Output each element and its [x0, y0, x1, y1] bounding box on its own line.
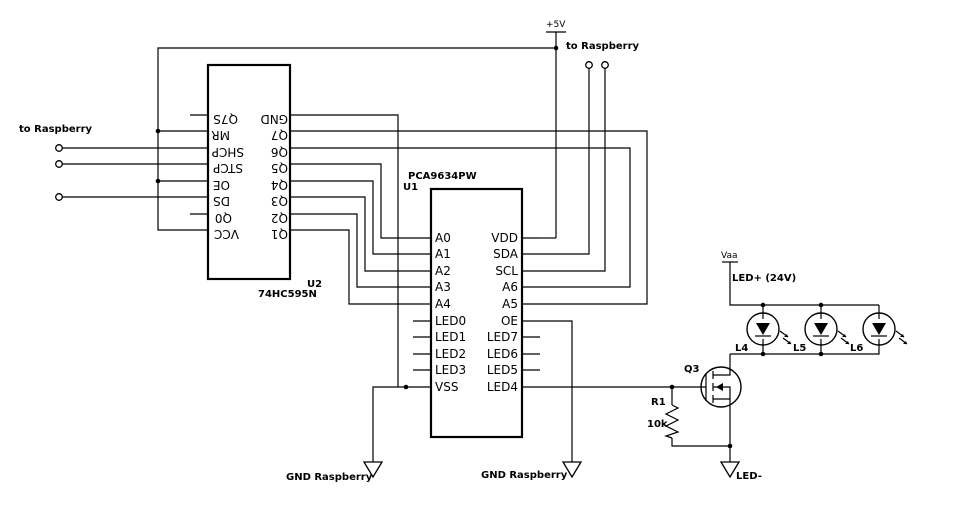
u1-pin-led2: LED2 — [435, 347, 466, 361]
ground-symbol-led-minus — [719, 461, 741, 479]
u2-part: 74HC595N — [258, 289, 317, 300]
ground-symbol-2 — [561, 461, 583, 479]
u1-pin-a0: A0 — [435, 231, 451, 245]
u1-pin-a6: A6 — [502, 280, 518, 294]
led-plus-label: LED+ (24V) — [732, 273, 796, 284]
u2-pin-q4: Q4 — [271, 178, 288, 192]
u2-pin-q3: Q3 — [271, 194, 288, 208]
led-l5: L5 — [793, 312, 850, 354]
u2-pin-q0: Q0 — [215, 211, 232, 225]
q3-ref: Q3 — [684, 364, 700, 375]
led-l4: L4 — [735, 312, 792, 354]
u1-pin-led4: LED4 — [487, 380, 518, 394]
u1-pin-oe: OE — [501, 314, 518, 328]
terminal-sda — [585, 61, 593, 69]
u1-pin-a4: A4 — [435, 297, 451, 311]
u1-pin-led6: LED6 — [487, 347, 518, 361]
u2-pin-q5: Q5 — [271, 161, 288, 175]
u2-pin-stcp: STCP — [213, 161, 243, 175]
resistor-r1: R1 10k — [647, 397, 680, 439]
u1-pin-a2: A2 — [435, 264, 451, 278]
junctions — [155, 45, 824, 449]
to-raspberry-top-label: to Raspberry — [566, 41, 639, 52]
u1-pin-a5: A5 — [502, 297, 518, 311]
mosfet-q3: Q3 — [684, 364, 742, 408]
u2-pin-vcc: VCC — [214, 227, 239, 241]
led-l6-ref: L6 — [850, 343, 863, 354]
u2-pin-q1: Q1 — [271, 227, 288, 241]
to-raspberry-left-label: to Raspberry — [19, 124, 92, 135]
u1-pin-scl: SCL — [495, 264, 518, 278]
r1-value: 10k — [647, 419, 668, 430]
plus5v-label: +5V — [546, 20, 566, 30]
u1-pin-led5: LED5 — [487, 363, 518, 377]
r1-ref: R1 — [651, 397, 666, 408]
u2-pin-mr: MR — [211, 128, 230, 142]
terminal-shcp — [55, 144, 63, 152]
led-l4-ref: L4 — [735, 343, 748, 354]
raspberry-terminals — [55, 61, 609, 201]
u1-pin-a3: A3 — [435, 280, 451, 294]
wires — [62, 31, 880, 462]
u1-pin-sda: SDA — [493, 247, 519, 261]
u2-pin-q6: Q6 — [271, 145, 288, 159]
u1-pin-led0: LED0 — [435, 314, 466, 328]
u2-pin-q7s: Q7S — [213, 112, 238, 126]
terminal-scl — [601, 61, 609, 69]
u2-pin-gnd: GND — [260, 112, 288, 126]
u1-pin-led3: LED3 — [435, 363, 466, 377]
gnd-raspberry-label-1: GND Raspberry — [286, 472, 373, 483]
led-minus-label: LED- — [736, 471, 762, 482]
u2-pin-oe: OE — [213, 178, 230, 192]
u1-pin-a1: A1 — [435, 247, 451, 261]
u1-pin-led7: LED7 — [487, 330, 518, 344]
u2-pin-q7: Q7 — [271, 128, 288, 142]
u1-pin-vss: VSS — [435, 380, 458, 394]
u1-pin-vdd: VDD — [491, 231, 518, 245]
u2-pin-q2: Q2 — [271, 211, 288, 225]
u1-pin-led1: LED1 — [435, 330, 466, 344]
led-l5-ref: L5 — [793, 343, 806, 354]
led-l6: L6 — [850, 312, 908, 354]
u2-ref: U2 — [307, 279, 322, 290]
vaa-label: Vaa — [721, 251, 738, 261]
u1-part: PCA9634PW — [408, 171, 477, 182]
terminal-stcp — [55, 160, 63, 168]
u1-led-driver: U1 PCA9634PW A0 A1 A2 A3 A4 LED0 LED1 LE… — [403, 171, 540, 439]
terminal-ds — [55, 193, 63, 201]
u1-ref: U1 — [403, 182, 418, 193]
u2-pin-ds: DS — [213, 194, 230, 208]
ground-symbol-1 — [362, 461, 384, 479]
gnd-raspberry-label-2: GND Raspberry — [481, 470, 568, 481]
u2-shift-register: U2 74HC595N Q7S MR SHCP STCP OE DS Q0 VC… — [190, 63, 322, 300]
u2-pin-shcp: SHCP — [212, 145, 244, 159]
